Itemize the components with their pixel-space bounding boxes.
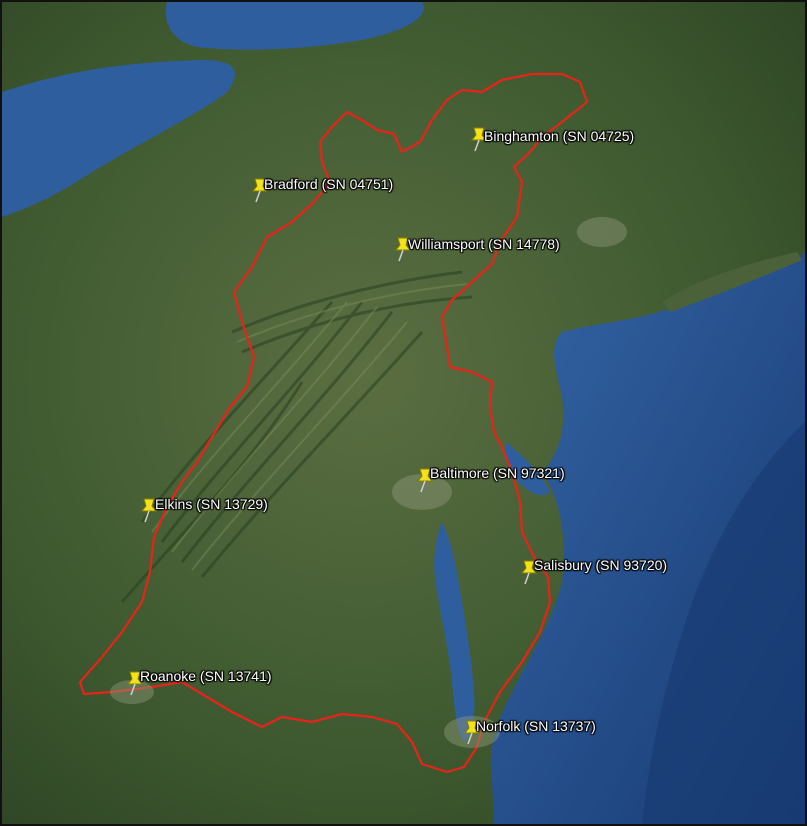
pushpin-icon <box>126 671 144 696</box>
ridge-highlights <box>151 283 468 571</box>
marker-roanoke[interactable] <box>124 670 146 696</box>
marker-label-norfolk: Norfolk (SN 13737) <box>476 718 596 734</box>
marker-williamsport[interactable] <box>392 236 414 262</box>
marker-binghamton[interactable] <box>468 126 490 152</box>
pushpin-icon <box>251 178 269 203</box>
continental-shelf <box>642 422 805 824</box>
delaware-bay <box>505 442 550 496</box>
marker-label-baltimore: Baltimore (SN 97321) <box>430 465 565 481</box>
marker-bradford[interactable] <box>249 177 271 203</box>
pushpin-icon <box>463 720 481 745</box>
marker-label-bradford: Bradford (SN 04751) <box>264 176 394 192</box>
pushpin-icon <box>416 468 434 493</box>
chesapeake-bay <box>434 522 475 742</box>
marker-label-williamsport: Williamsport (SN 14778) <box>408 236 560 252</box>
lake-erie <box>2 60 235 217</box>
marker-label-elkins: Elkins (SN 13729) <box>155 496 268 512</box>
marker-baltimore[interactable] <box>414 467 436 493</box>
marker-elkins[interactable] <box>138 497 160 523</box>
pushpin-icon <box>394 237 412 262</box>
ridge-texture <box>120 270 473 603</box>
marker-salisbury[interactable] <box>518 559 540 585</box>
pushpin-icon <box>520 560 538 585</box>
lake-ontario <box>165 2 424 50</box>
marker-label-salisbury: Salisbury (SN 93720) <box>534 557 668 573</box>
pushpin-icon <box>140 498 158 523</box>
pushpin-icon <box>470 127 488 152</box>
watershed-boundary <box>78 72 589 774</box>
urban-areas <box>110 217 627 748</box>
marker-label-roanoke: Roanoke (SN 13741) <box>140 668 272 684</box>
marker-label-binghamton: Binghamton (SN 04725) <box>484 128 635 144</box>
marker-norfolk[interactable] <box>461 719 483 745</box>
long-island <box>662 252 802 312</box>
